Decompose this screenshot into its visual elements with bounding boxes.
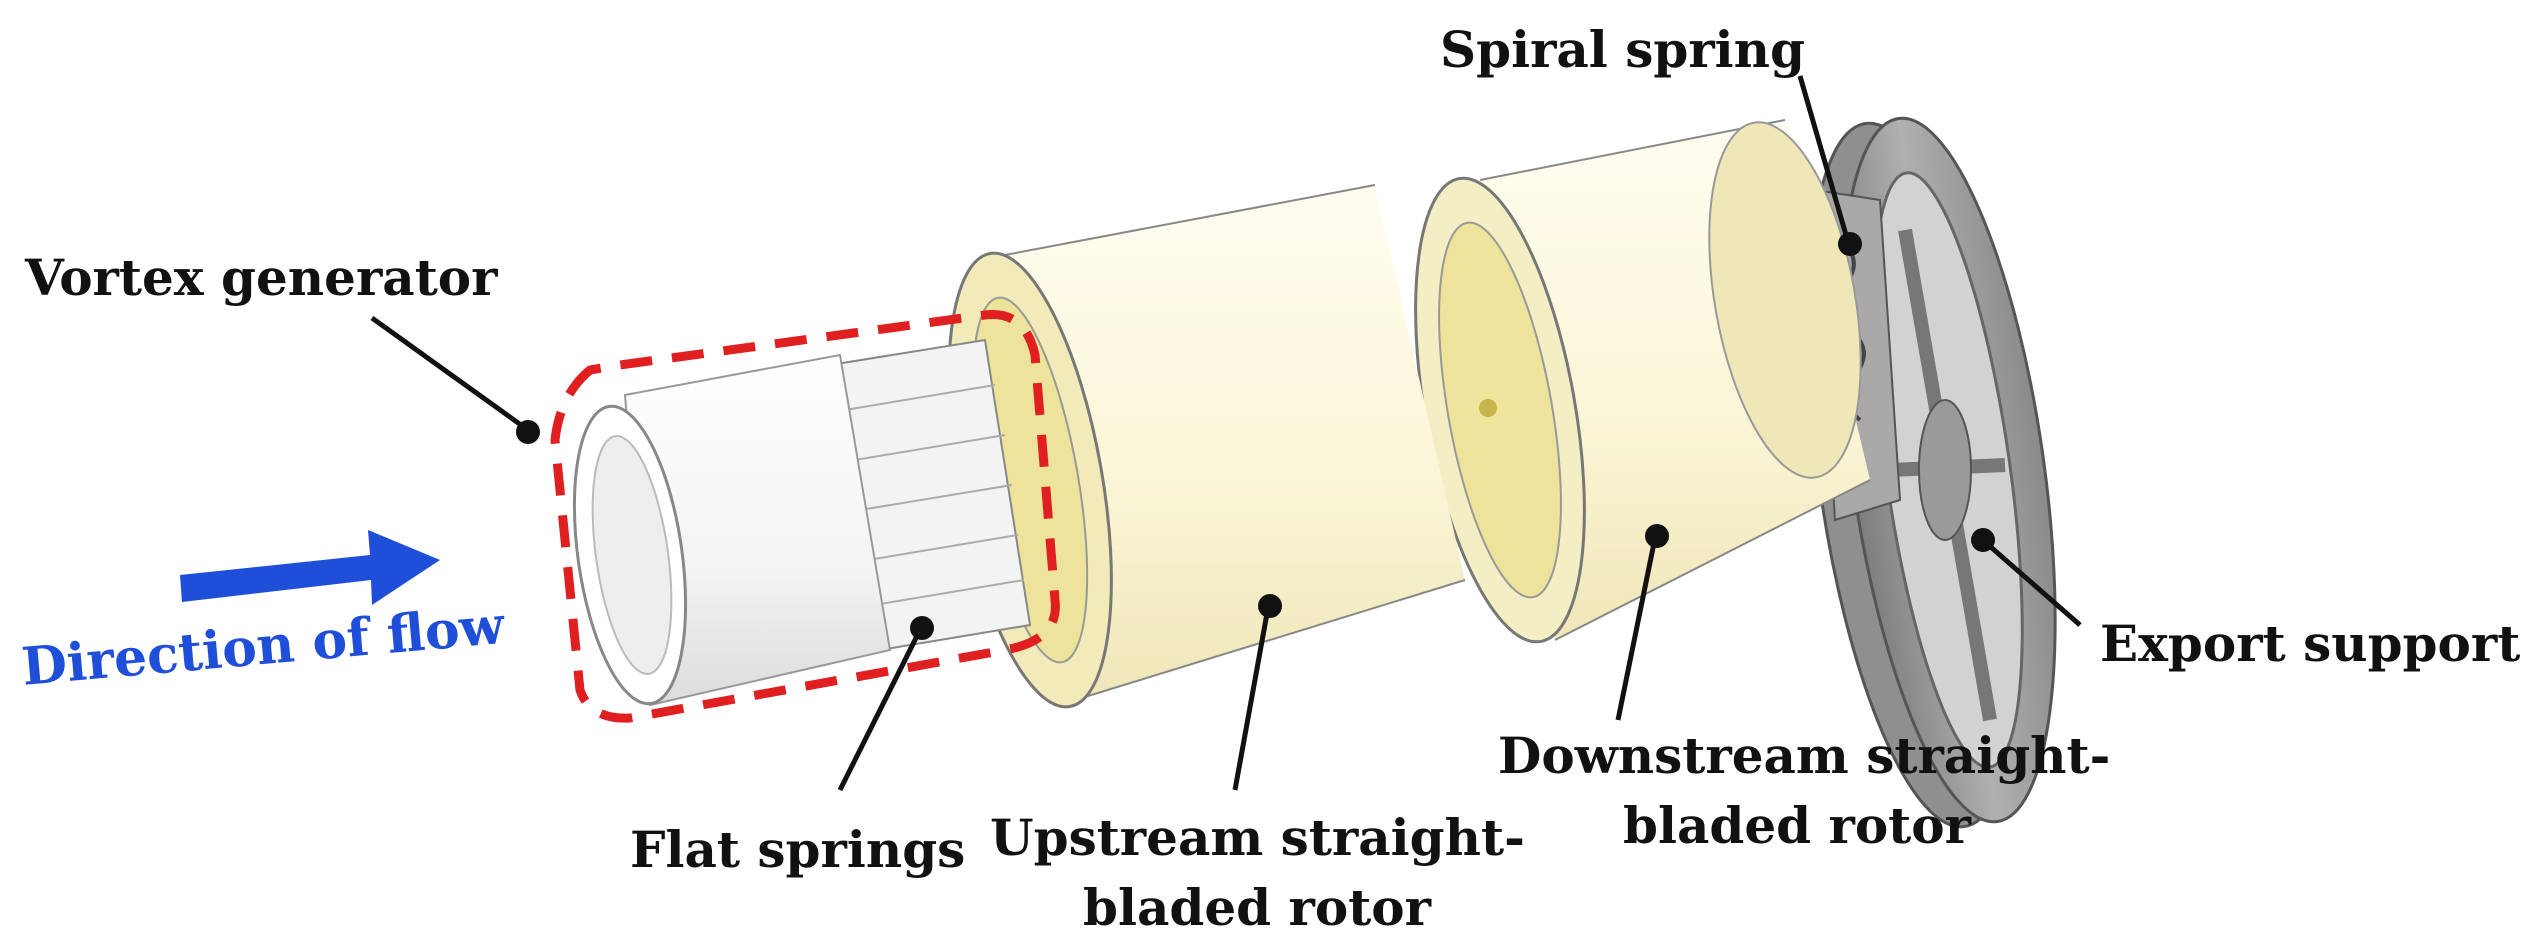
label-upstream-rotor-line1: Upstream straight- — [990, 808, 1525, 867]
vortex-generator-tube — [572, 353, 892, 707]
downstream-rotor-part — [1414, 119, 1871, 644]
label-vortex-generator: Vortex generator — [25, 248, 498, 307]
label-downstream-rotor-line1: Downstream straight- — [1498, 726, 2111, 785]
label-spiral-spring: Spiral spring — [1440, 20, 1805, 79]
flow-arrow — [180, 530, 440, 605]
label-upstream-rotor-line2: bladed rotor — [1083, 878, 1431, 937]
label-flat-springs: Flat springs — [630, 820, 966, 879]
label-downstream-rotor-line2: bladed rotor — [1623, 796, 1971, 855]
vortex-generator-outline — [550, 310, 1060, 723]
leader-lines — [370, 75, 2082, 792]
label-export-support: Export support — [2100, 614, 2521, 673]
export-support-wheel — [1806, 116, 2057, 829]
